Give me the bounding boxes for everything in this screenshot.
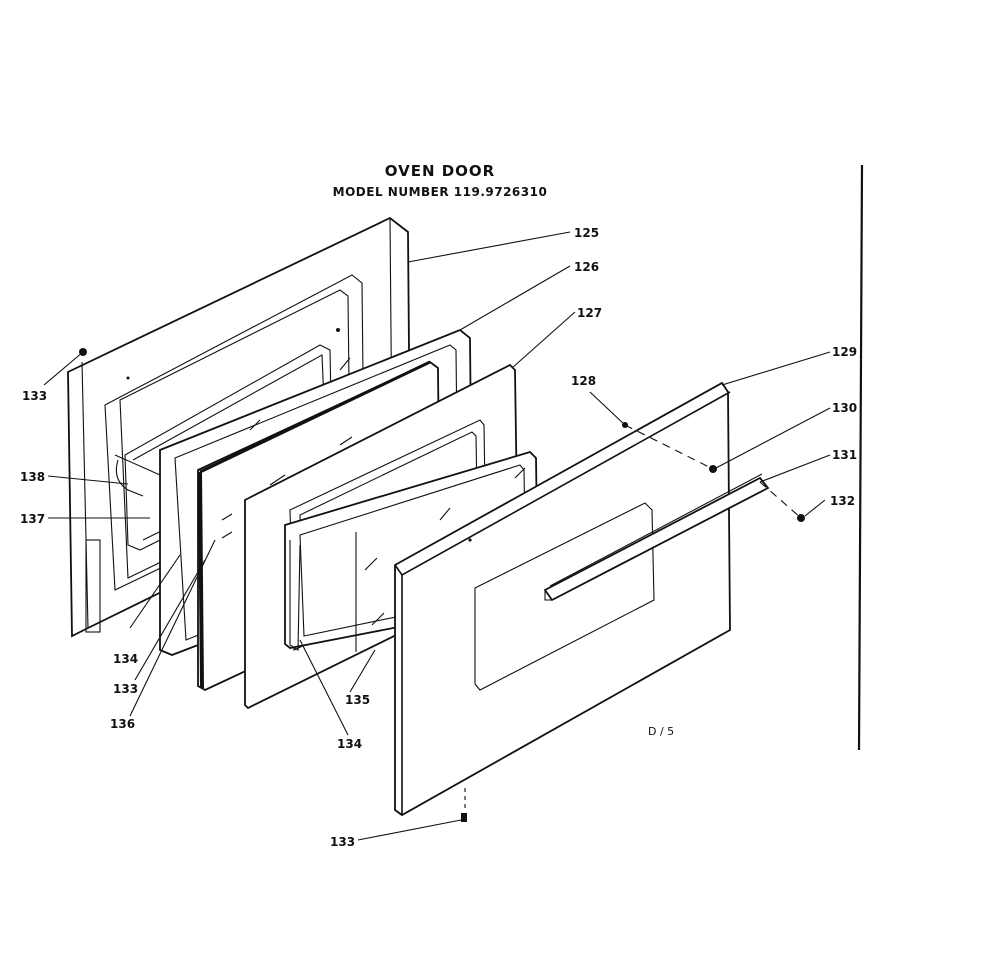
part-129-outer-door <box>394 381 731 817</box>
callout-134-right: 134 <box>337 737 362 751</box>
callout-129: 129 <box>832 345 857 359</box>
callout-133-bottom: 133 <box>330 835 355 849</box>
callout-136: 136 <box>110 717 135 731</box>
callout-133-mid: 133 <box>113 682 138 696</box>
callout-131: 131 <box>832 448 857 462</box>
callout-137: 137 <box>20 512 45 526</box>
border-line <box>857 164 864 751</box>
callout-127: 127 <box>577 306 602 320</box>
callout-128: 128 <box>571 374 596 388</box>
callout-130: 130 <box>832 401 857 415</box>
callout-132: 132 <box>830 494 855 508</box>
part-131-handle <box>543 473 770 602</box>
model-number: MODEL NUMBER 119.9726310 <box>333 185 548 199</box>
callout-138: 138 <box>20 470 45 484</box>
callout-labels: 125 126 127 128 129 130 131 132 133 138 … <box>20 226 857 849</box>
callout-135: 135 <box>345 693 370 707</box>
callout-126: 126 <box>574 260 599 274</box>
leader-lines <box>43 231 831 841</box>
callout-133-top: 133 <box>22 389 47 403</box>
diagram-title: OVEN DOOR <box>385 162 495 180</box>
callout-134-left: 134 <box>113 652 138 666</box>
page-reference: D / 5 <box>648 725 674 738</box>
callout-125: 125 <box>574 226 599 240</box>
